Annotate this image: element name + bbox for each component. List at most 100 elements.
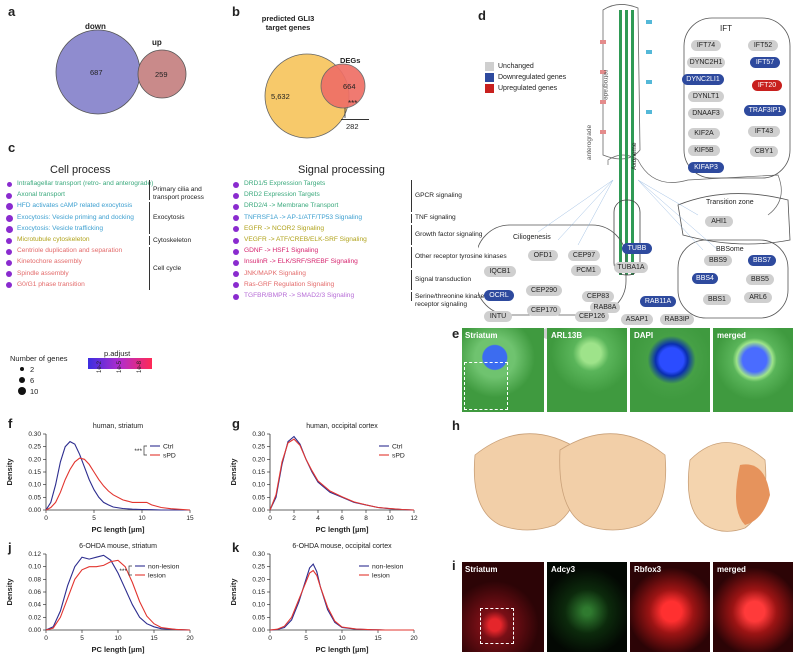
y-tick-label: 0.08 <box>28 576 41 583</box>
y-tick-label: 0.20 <box>252 576 265 583</box>
e-striatum-label: Striatum <box>465 331 498 340</box>
cell-pathway-label: Spindle assembly <box>17 269 69 277</box>
size-legend-6: 6 <box>30 376 35 385</box>
cell-pathway-label: Exocytosis: Vesicle trafficking <box>17 224 103 232</box>
e-merged-label: merged <box>717 331 746 340</box>
gene-kif2a: KIF2A <box>688 128 720 139</box>
e-merged-image: merged <box>713 328 793 412</box>
x-tick-label: 20 <box>186 635 194 642</box>
signal-processing-header: Signal processing <box>298 164 385 176</box>
signal-pathway-dot <box>233 259 239 266</box>
y-tick-label: 0.00 <box>28 627 41 634</box>
anterograde-label: anterograde <box>586 124 593 160</box>
gene-intu: INTU <box>484 311 512 322</box>
h-brain-sections <box>473 433 770 532</box>
y-tick-label: 0.00 <box>252 627 265 634</box>
x-tick-label: 15 <box>374 635 382 642</box>
x-tick-label: 2 <box>292 515 296 522</box>
series-line-1 <box>269 438 415 511</box>
cell-pathway-label: Exocytosis: Vesicle priming and docking <box>17 213 134 221</box>
legend-label-0: non-lesion <box>372 564 404 571</box>
cell-pathway-dot <box>5 225 13 233</box>
signal-pathway-dot <box>233 215 239 222</box>
gene-ocrl: OCRL <box>484 290 514 301</box>
i-merged-label: merged <box>717 565 746 574</box>
x-tick-label: 15 <box>150 635 158 642</box>
y-axis-label: Density <box>229 458 238 486</box>
legend-up-label: Upregulated genes <box>498 85 558 92</box>
signal-pathway-dot <box>233 271 239 278</box>
signal-pathway-dot <box>233 248 239 255</box>
signal-pathway-label: EGFR -> NCOR2 Signaling <box>244 224 325 232</box>
venn-a <box>55 29 187 115</box>
cell-pathway-dot <box>6 237 12 244</box>
gene-iqcb1: IQCB1 <box>484 266 516 277</box>
signal-pathway-label: DRD1/5 Expression Targets <box>244 180 326 187</box>
chart-title: human, occipital cortex <box>306 423 378 430</box>
cell-pathway-dot <box>5 214 13 222</box>
signal-pathway-label: DRD2/4 -> Membrane Transport <box>244 202 339 210</box>
x-tick-label: 4 <box>316 515 320 522</box>
gene-cep83: CEP83 <box>582 291 614 302</box>
venn-up-label: up <box>152 38 162 47</box>
panel-a-letter: a <box>8 4 16 19</box>
i-striatum-image: Striatum <box>462 562 544 652</box>
gene-rab11a: RAB11A <box>640 296 676 307</box>
signal-pathway-dot <box>233 192 239 199</box>
y-axis-label: Density <box>5 458 14 486</box>
cilia-diagram <box>478 4 791 319</box>
size-legend-2: 2 <box>30 365 35 374</box>
cell-pathway-dot <box>6 248 12 255</box>
cell-pathway-dot <box>6 182 12 187</box>
gene-dync2li1: DYNC2LI1 <box>682 74 724 85</box>
y-tick-label: 0.10 <box>28 564 41 571</box>
signal-category-label: Growth factor signaling <box>415 231 483 238</box>
venn-down-count: 687 <box>90 68 103 77</box>
gene-ift57: IFT57 <box>750 57 780 68</box>
signal-pathway-dot <box>233 237 239 244</box>
x-tick-label: 5 <box>92 515 96 522</box>
x-axis-label: PC length [µm] <box>315 525 369 534</box>
signal-category-bracket <box>411 180 412 212</box>
venn-overlap-count: 664 <box>343 82 356 91</box>
series-line-0 <box>45 440 190 511</box>
signal-pathway-dot <box>233 293 239 300</box>
y-tick-label: 0.04 <box>28 602 41 609</box>
venn-sig: *** <box>348 99 358 108</box>
y-tick-label: 0.15 <box>252 589 265 596</box>
x-tick-label: 10 <box>138 515 146 522</box>
cell-pathway-label: Intraflagellar transport (retro- and ant… <box>17 180 154 187</box>
cell-pathway-dot <box>6 282 12 289</box>
cell-category-label: Cell cycle <box>153 264 182 272</box>
signal-pathway-label: JNK/MAPK Signaling <box>244 269 306 277</box>
gene-cep290: CEP290 <box>526 285 562 296</box>
signal-pathway-dot <box>233 181 239 188</box>
y-tick-label: 0.00 <box>28 507 41 514</box>
size-legend-title: Number of genes <box>10 354 68 363</box>
x-tick-label: 0 <box>44 515 48 522</box>
gene-arl6: ARL6 <box>744 292 772 303</box>
y-tick-label: 0.15 <box>252 469 265 476</box>
x-axis-label: PC length [µm] <box>315 645 369 654</box>
gene-asap1: ASAP1 <box>621 314 653 325</box>
color-tick-2: 1e-5 <box>117 360 123 373</box>
gene-ift52: IFT52 <box>748 40 778 51</box>
signal-pathway-dot <box>233 282 239 289</box>
x-axis-label: PC length [µm] <box>91 525 145 534</box>
x-tick-label: 10 <box>338 635 346 642</box>
venn-gli3-label: predicted GLI3 target genes <box>261 14 315 32</box>
x-tick-label: 5 <box>80 635 84 642</box>
e-arl13b-image: ARL13B <box>547 328 627 412</box>
legend-down-swatch <box>485 73 494 82</box>
legend-label-0: Ctrl <box>392 444 403 451</box>
color-legend-title: p.adjust <box>104 349 131 358</box>
legend-label-1: sPD <box>163 453 176 460</box>
cell-process-header: Cell process <box>50 164 111 176</box>
panel-b-letter: b <box>232 4 240 19</box>
gene-tuba1a: TUBA1A <box>614 262 648 273</box>
chart-title: 6-OHDA mouse, striatum <box>79 543 157 550</box>
x-tick-label: 0 <box>44 635 48 642</box>
x-axis-label: PC length [µm] <box>91 645 145 654</box>
y-tick-label: 0.10 <box>252 602 265 609</box>
